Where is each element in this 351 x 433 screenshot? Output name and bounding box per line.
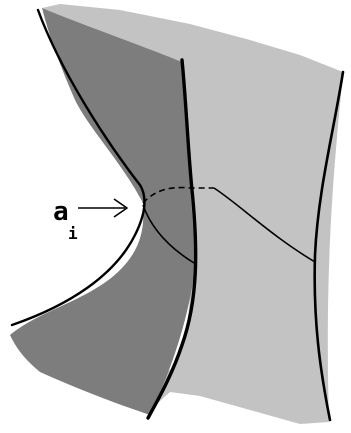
label-subscript-i: i	[68, 224, 78, 243]
hidden-cross-section	[142, 186, 214, 204]
light-right-edge	[313, 70, 345, 422]
dark-cross-section	[142, 204, 195, 264]
pointer-arrow-head	[113, 198, 128, 218]
light-cross-section	[213, 187, 316, 263]
label-a: a	[53, 197, 69, 227]
dark-surface	[10, 8, 196, 415]
sheet-seam-line	[146, 58, 198, 420]
